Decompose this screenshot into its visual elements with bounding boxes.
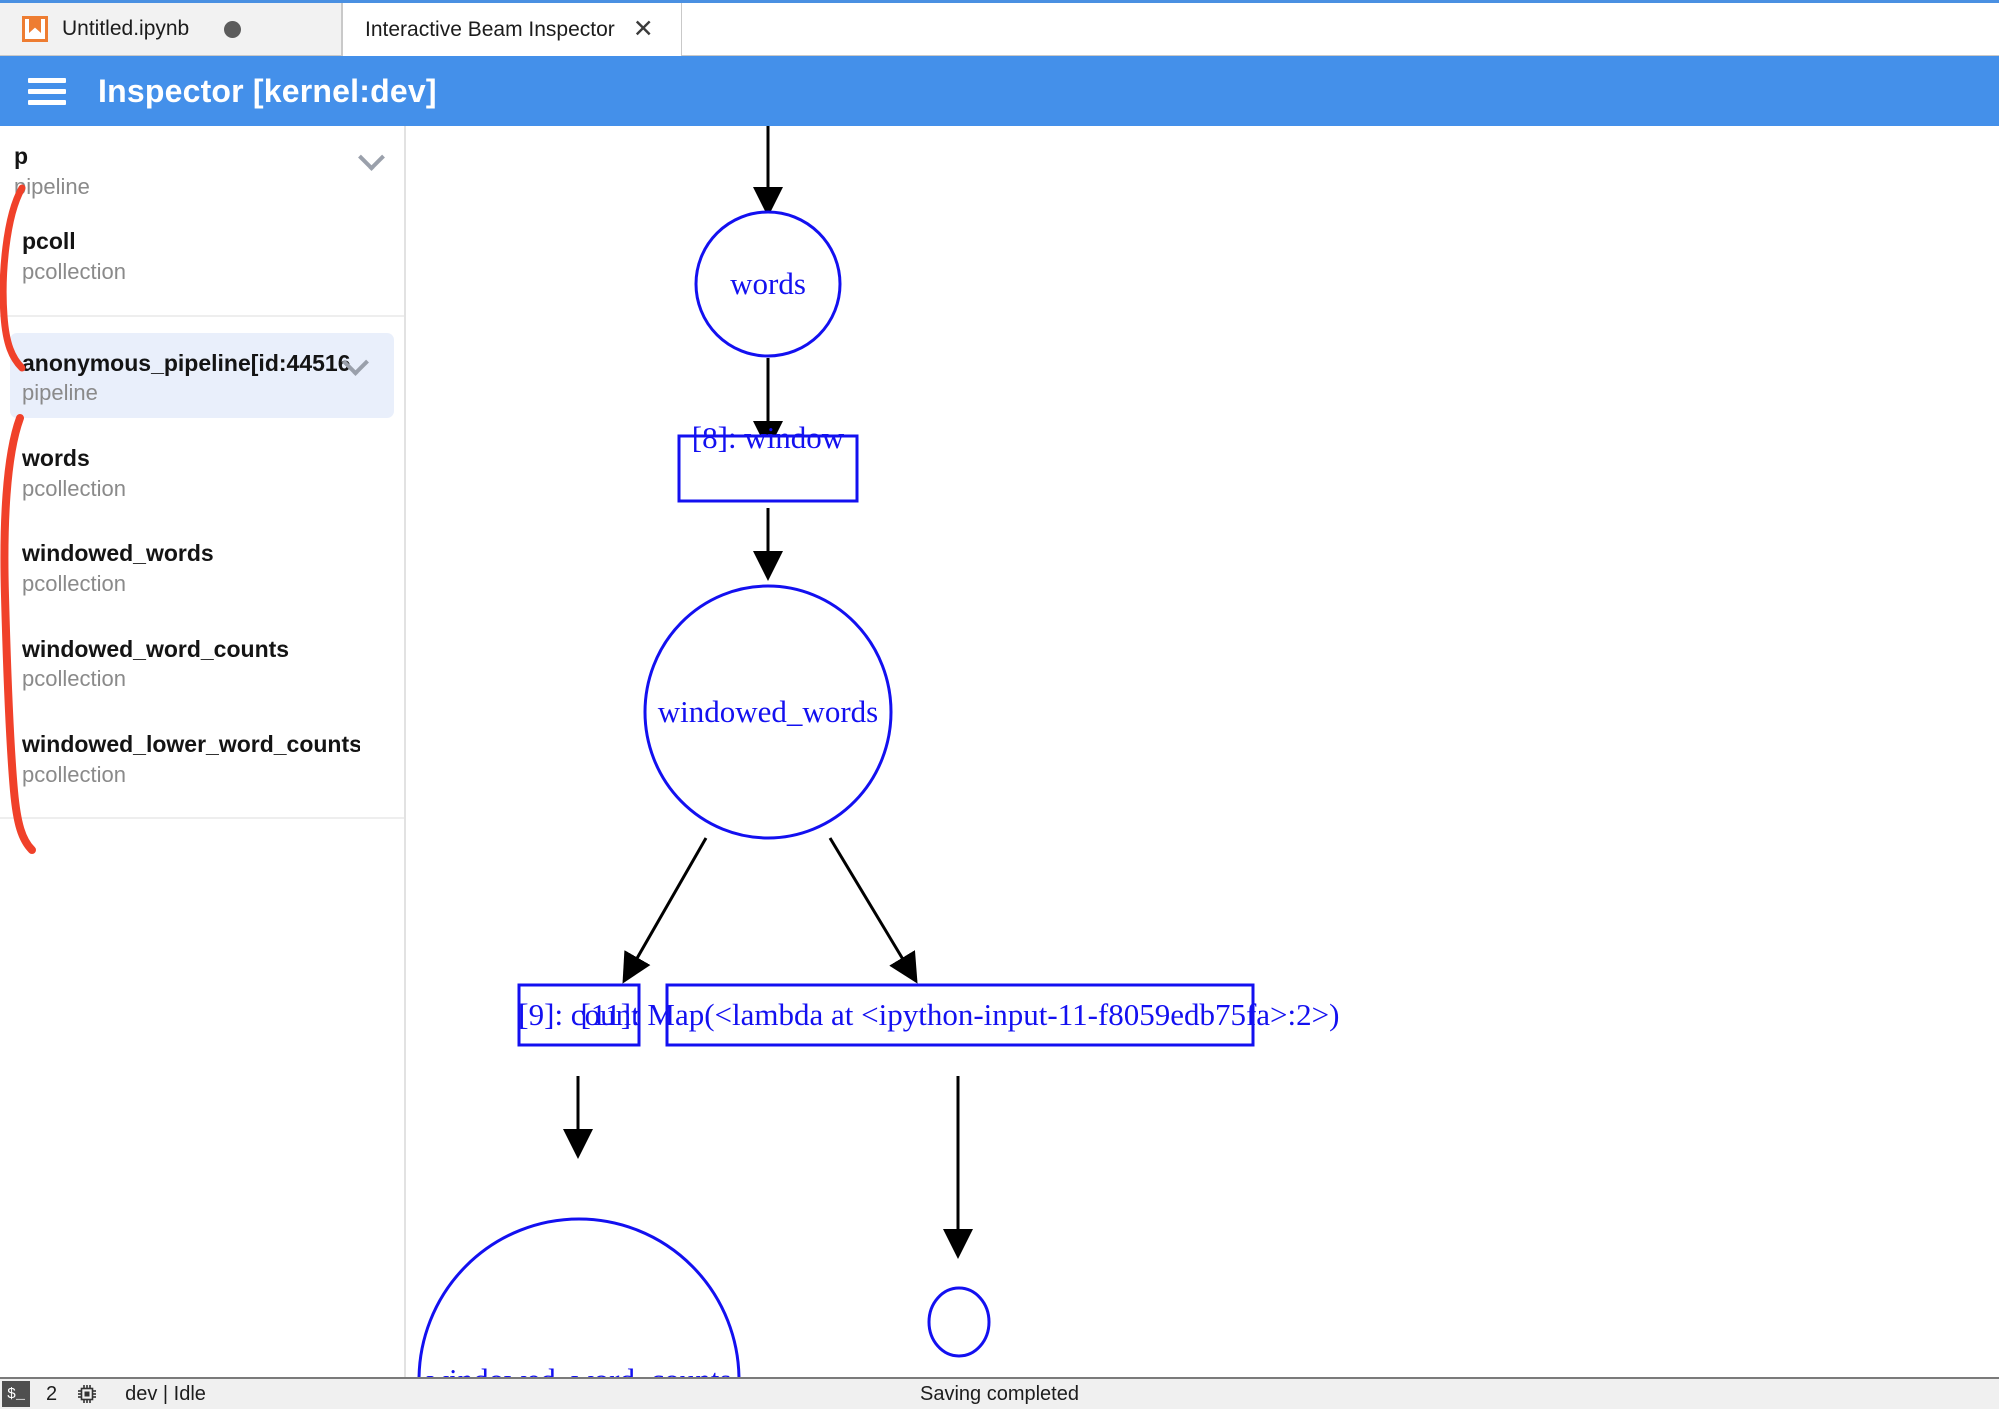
- graph-node-windowed-words[interactable]: windowed_words: [643, 584, 893, 840]
- graph-node-windowed-word-counts[interactable]: windowed_word_counts: [417, 1217, 741, 1377]
- sidebar-item-label: windowed_words: [22, 540, 214, 567]
- chevron-down-icon[interactable]: [362, 148, 384, 160]
- chevron-down-icon[interactable]: [346, 353, 368, 365]
- anonymous-pipeline-group: anonymous_pipeline[id:44516… pipeline wo…: [0, 332, 404, 820]
- graph-node-map-lambda[interactable]: [11]: Map(<lambda at <ipython-input-11-f…: [581, 983, 1340, 1047]
- graph-edges: [563, 126, 973, 1259]
- sidebar-item-label: pcoll: [22, 228, 76, 255]
- sidebar-item-type: pipeline: [14, 173, 90, 199]
- app-header: Inspector [kernel:dev]: [0, 56, 1999, 126]
- sidebar-item-label: windowed_lower_word_counts: [22, 731, 360, 758]
- tab-bar-empty-space: [682, 3, 1999, 56]
- graph-node-label: [9]: count: [518, 997, 640, 1032]
- sidebar-item-type: pipeline: [22, 380, 98, 406]
- graph-node-label: words: [730, 266, 806, 301]
- sidebar-item-type: pcollection: [22, 761, 126, 787]
- graph-node-label: windowed_words: [658, 694, 878, 729]
- tab-label: Untitled.ipynb: [62, 17, 190, 40]
- cpu-chip-icon[interactable]: [75, 1382, 99, 1406]
- sidebar-item-type: pcollection: [22, 666, 126, 692]
- sidebar-item-windowed-lower-word-counts[interactable]: windowed_lower_word_counts pcollection: [0, 704, 404, 799]
- tab-label: Interactive Beam Inspector: [365, 17, 615, 41]
- graph-node-window[interactable]: [8]: window: [677, 420, 859, 503]
- sidebar-item-anonymous-pipeline[interactable]: anonymous_pipeline[id:44516… pipeline: [10, 332, 394, 419]
- close-icon[interactable]: ✕: [632, 15, 654, 43]
- sidebar-item-type: pcollection: [22, 571, 126, 597]
- sidebar-item-words[interactable]: words pcollection: [0, 418, 404, 513]
- sidebar-item-type: pcollection: [22, 475, 126, 501]
- page-title: Inspector [kernel:dev]: [98, 72, 437, 109]
- pipeline-graph-canvas[interactable]: words [8]: window windowed_words [9]: co…: [406, 126, 1999, 1377]
- sidebar-item-label: p: [14, 143, 29, 169]
- status-bar: $_ 2 dev | Idle Saving completed: [0, 1377, 1999, 1409]
- tab-untitled-ipynb[interactable]: Untitled.ipynb: [0, 3, 342, 56]
- sidebar-item-windowed-words[interactable]: windowed_words pcollection: [0, 513, 404, 608]
- sidebar-item-p[interactable]: p pipeline: [0, 126, 404, 211]
- notebook-icon: [22, 16, 48, 42]
- unsaved-dot-icon[interactable]: [224, 20, 241, 38]
- graph-node-label: windowed_word_counts: [427, 1362, 732, 1377]
- terminal-icon[interactable]: $_: [2, 1381, 30, 1407]
- save-status-message: Saving completed: [920, 1382, 1079, 1405]
- pipeline-graph-svg: words [8]: window windowed_words [9]: co…: [417, 126, 1340, 1377]
- sidebar-item-type: pcollection: [22, 259, 126, 285]
- sidebar-item-pcoll[interactable]: pcoll pcollection: [0, 211, 404, 296]
- sidebar-item-windowed-word-counts[interactable]: windowed_word_counts pcollection: [0, 609, 404, 704]
- hamburger-icon[interactable]: [28, 77, 66, 105]
- sidebar-item-label: words: [22, 445, 90, 472]
- kernel-status[interactable]: dev | Idle: [125, 1382, 206, 1405]
- graph-node-unnamed-pcoll[interactable]: [927, 1286, 991, 1358]
- graph-node-label: [11]: Map(<lambda at <ipython-input-11-f…: [581, 997, 1340, 1032]
- tab-bar: Untitled.ipynb Interactive Beam Inspecto…: [0, 0, 1999, 56]
- inspectable-list-sidebar[interactable]: p pipeline pcoll pcollection anonymous_p…: [0, 126, 406, 1377]
- tab-interactive-beam-inspector[interactable]: Interactive Beam Inspector ✕: [342, 3, 682, 56]
- sidebar-item-label: windowed_word_counts: [22, 635, 290, 662]
- graph-node-words[interactable]: words: [694, 210, 842, 358]
- main-content: p pipeline pcoll pcollection anonymous_p…: [0, 126, 1999, 1377]
- graph-node-label: [8]: window: [692, 420, 845, 455]
- pipeline-group: p pipeline pcoll pcollection: [0, 126, 404, 317]
- terminal-count: 2: [46, 1382, 58, 1405]
- graph-node-count[interactable]: [9]: count: [517, 983, 641, 1047]
- sidebar-item-label: anonymous_pipeline[id:44516…: [22, 349, 350, 376]
